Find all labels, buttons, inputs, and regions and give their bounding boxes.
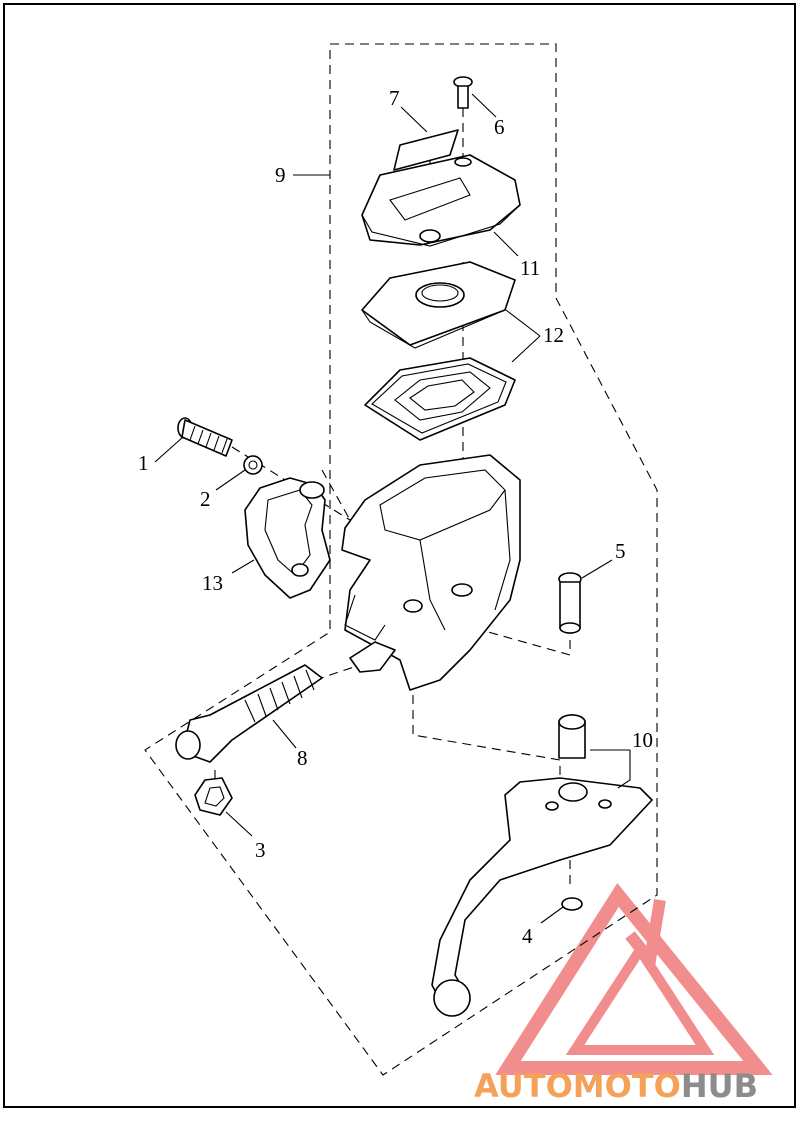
part-3-retaining-ring [194, 777, 233, 816]
callout-8: 8 [297, 746, 308, 770]
callout-2: 2 [200, 487, 211, 511]
watermark-triangle-inner [565, 940, 715, 1055]
leader-11 [493, 231, 519, 257]
callout-5: 5 [615, 539, 626, 563]
callout-12: 12 [543, 323, 564, 347]
watermark-hub: HUB [681, 1067, 758, 1105]
part-11-reservoir-cover [361, 154, 521, 247]
leader-1 [154, 436, 184, 463]
watermark-logo [495, 883, 773, 1075]
watermark-text: AUTOMOTOHUB [474, 1067, 758, 1105]
part-12-diaphragm-gasket [364, 357, 516, 441]
leader-3 [225, 811, 253, 837]
watermark-check [625, 899, 666, 975]
part-12-diaphragm-plate [361, 261, 516, 349]
callout-9: 9 [275, 163, 286, 187]
callout-11: 11 [520, 256, 540, 280]
kit-boundary-dashed [144, 43, 658, 1076]
callout-4: 4 [522, 924, 533, 948]
callout-7: 7 [389, 86, 400, 110]
callout-1: 1 [138, 451, 149, 475]
leader-5 [581, 559, 613, 579]
leader-2 [215, 469, 246, 491]
part-6-screw [453, 76, 473, 109]
callout-13: 13 [202, 571, 223, 595]
leader-12 [505, 309, 541, 363]
callout-10: 10 [632, 728, 653, 752]
watermark-moto: MOTO [573, 1067, 681, 1105]
part-13-clamp [244, 477, 331, 599]
leader-4 [540, 906, 564, 924]
part-4-clip [561, 897, 583, 911]
leader-13 [231, 559, 255, 574]
watermark-auto: AUTO [474, 1067, 573, 1105]
part-10-bushing [558, 714, 586, 759]
master-cylinder-body [341, 454, 521, 691]
part-7-label-plate [393, 129, 459, 171]
diagram-frame [3, 3, 796, 1108]
callout-3: 3 [255, 838, 266, 862]
leader-7 [400, 106, 428, 133]
part-8-piston-assembly [175, 664, 323, 763]
part-1-bolt [177, 417, 233, 457]
part-10-lever [431, 777, 653, 1017]
leader-6 [471, 93, 497, 118]
callout-6: 6 [494, 115, 505, 139]
part-5-pivot-pin [558, 572, 582, 634]
watermark-triangle-outer [495, 883, 773, 1075]
part-2-washer [243, 455, 263, 475]
leader-8 [272, 719, 297, 749]
leader-10 [590, 749, 631, 789]
